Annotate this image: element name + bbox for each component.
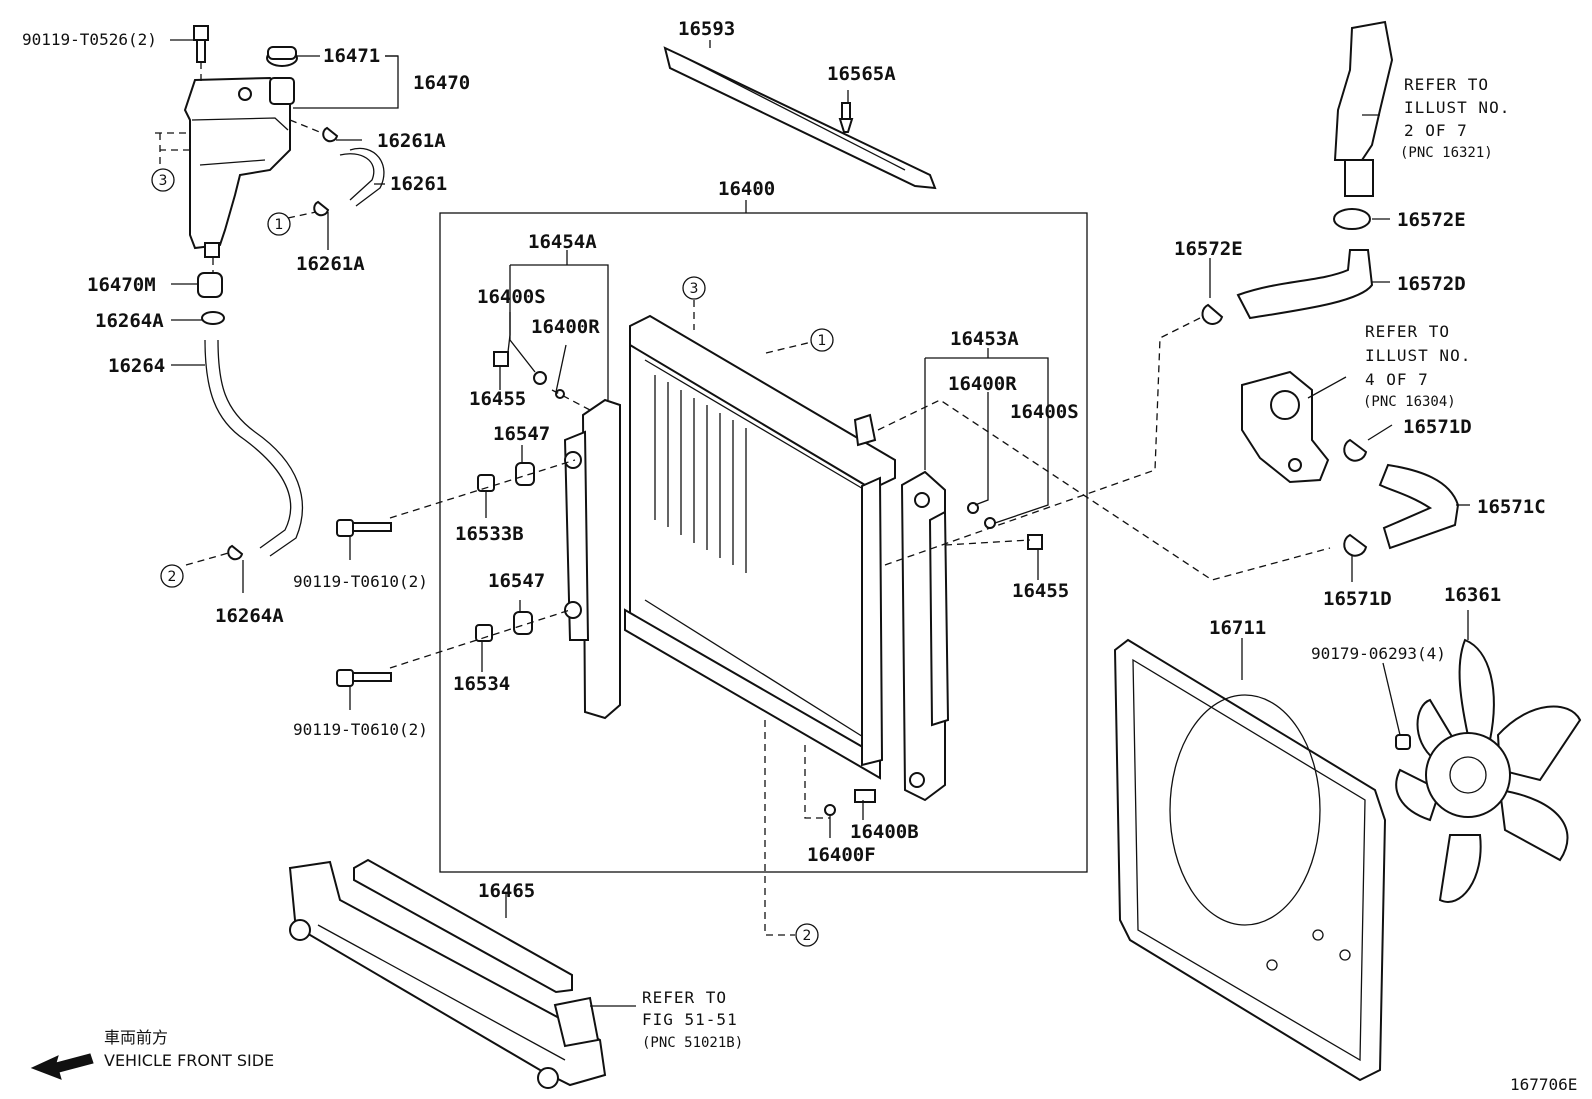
cooling-fan-drawing <box>1395 638 1582 903</box>
label-16400S-right: 16400S <box>1010 401 1079 423</box>
circle-marker-3-left: 3 <box>151 168 175 192</box>
upper-hose-drawing <box>1201 20 1394 325</box>
bolt-90119-T0610 <box>336 519 392 687</box>
ref3-line1: REFER TO <box>642 988 727 1007</box>
label-90179-06293: 90179-06293(4) <box>1311 644 1446 663</box>
label-90119-T0610-bottom: 90119-T0610(2) <box>293 720 428 739</box>
ref2-line1: REFER TO <box>1365 322 1450 341</box>
hose-16261-drawing <box>313 126 385 217</box>
label-16264A-top: 16264A <box>95 310 164 332</box>
ref3-pnc: (PNC 51021B) <box>642 1035 743 1051</box>
ref2-line3: 4 OF 7 <box>1365 370 1429 389</box>
label-16471: 16471 <box>323 45 380 67</box>
label-16455-left: 16455 <box>469 388 526 410</box>
label-16534: 16534 <box>453 673 510 695</box>
label-16261A-bottom: 16261A <box>296 253 365 275</box>
caption-jp: 車両前方 <box>104 1028 168 1047</box>
vehicle-front-indicator: 車両前方 VEHICLE FRONT SIDE <box>30 1028 274 1080</box>
circle-marker-2-left: 2 <box>160 564 184 588</box>
label-16453A: 16453A <box>950 328 1019 350</box>
circle-marker-2-bottom: 2 <box>795 923 819 947</box>
ref1-line1: REFER TO <box>1404 75 1489 94</box>
water-outlet-drawing <box>1241 370 1330 484</box>
marker-2-left-text: 2 <box>168 569 177 585</box>
label-16533B: 16533B <box>455 523 524 545</box>
ref1-line3: 2 OF 7 <box>1404 121 1468 140</box>
label-16264: 16264 <box>108 355 165 377</box>
marker-1-radiator-text: 1 <box>818 333 827 349</box>
leader-lines <box>170 39 1470 1007</box>
label-16547-bottom: 16547 <box>488 570 545 592</box>
lower-support-drawing <box>288 858 607 1089</box>
ref2-line2: ILLUST NO. <box>1365 346 1471 365</box>
left-side-member-drawing <box>563 398 621 720</box>
box-hardware <box>475 351 1043 816</box>
label-16465: 16465 <box>478 880 535 902</box>
ref2-pnc: (PNC 16304) <box>1363 394 1456 410</box>
ref1-line2: ILLUST NO. <box>1404 98 1510 117</box>
radiator-assembly-box <box>439 212 1088 873</box>
label-16547-top: 16547 <box>493 423 550 445</box>
ref1-pnc: (PNC 16321) <box>1400 145 1493 161</box>
circle-marker-1-left: 1 <box>267 212 291 236</box>
marker-1-left-text: 1 <box>275 217 284 233</box>
label-16400: 16400 <box>718 178 775 200</box>
marker-2-bottom-text: 2 <box>803 928 812 944</box>
refer-note-16304: REFER TO ILLUST NO. 4 OF 7 (PNC 16304) <box>1363 322 1471 410</box>
label-16400R-right: 16400R <box>948 373 1017 395</box>
caption-en: VEHICLE FRONT SIDE <box>104 1051 274 1070</box>
label-16400B: 16400B <box>850 821 919 843</box>
label-16261A-top: 16261A <box>377 130 446 152</box>
label-16400S-left: 16400S <box>477 286 546 308</box>
refer-note-51021B: REFER TO FIG 51-51 (PNC 51021B) <box>642 988 743 1051</box>
label-16400R-left: 16400R <box>531 316 600 338</box>
reservoir-tank-drawing <box>183 25 298 258</box>
label-16571D-top: 16571D <box>1403 416 1472 438</box>
label-16261: 16261 <box>390 173 447 195</box>
radiator-fins <box>654 375 747 573</box>
label-16571D-bottom: 16571D <box>1323 588 1392 610</box>
lower-hose-drawing <box>1343 438 1460 557</box>
label-16470: 16470 <box>413 72 470 94</box>
radiator-core-drawing <box>624 314 896 780</box>
label-16572E-right: 16572E <box>1397 209 1466 231</box>
label-16454A: 16454A <box>528 231 597 253</box>
label-16455-right: 16455 <box>1012 580 1069 602</box>
label-16571C: 16571C <box>1477 496 1546 518</box>
label-16572E-left: 16572E <box>1174 238 1243 260</box>
label-16264A-bottom: 16264A <box>215 605 284 627</box>
circle-marker-3-radiator: 3 <box>682 276 706 300</box>
refer-note-16321: REFER TO ILLUST NO. 2 OF 7 (PNC 16321) <box>1400 75 1510 161</box>
label-90119-T0526: 90119-T0526(2) <box>22 30 157 49</box>
hose-16264-drawing <box>197 272 304 561</box>
label-90119-T0610-top: 90119-T0610(2) <box>293 572 428 591</box>
ref3-line2: FIG 51-51 <box>642 1010 738 1029</box>
upper-seal-16593-drawing <box>663 46 937 190</box>
front-arrow-icon <box>30 1053 94 1080</box>
marker-3-left-text: 3 <box>159 173 168 189</box>
label-16711: 16711 <box>1209 617 1266 639</box>
label-16593: 16593 <box>678 18 735 40</box>
label-16572D: 16572D <box>1397 273 1466 295</box>
fan-shroud-drawing <box>1113 638 1387 1082</box>
label-16470M: 16470M <box>87 274 156 296</box>
diagram-id: 167706E <box>1510 1075 1577 1094</box>
label-16565A: 16565A <box>827 63 896 85</box>
label-16400F: 16400F <box>807 844 876 866</box>
label-16361: 16361 <box>1444 584 1501 606</box>
marker-3-radiator-text: 3 <box>690 281 699 297</box>
right-side-member-drawing <box>900 470 950 802</box>
circle-marker-1-radiator: 1 <box>810 328 834 352</box>
